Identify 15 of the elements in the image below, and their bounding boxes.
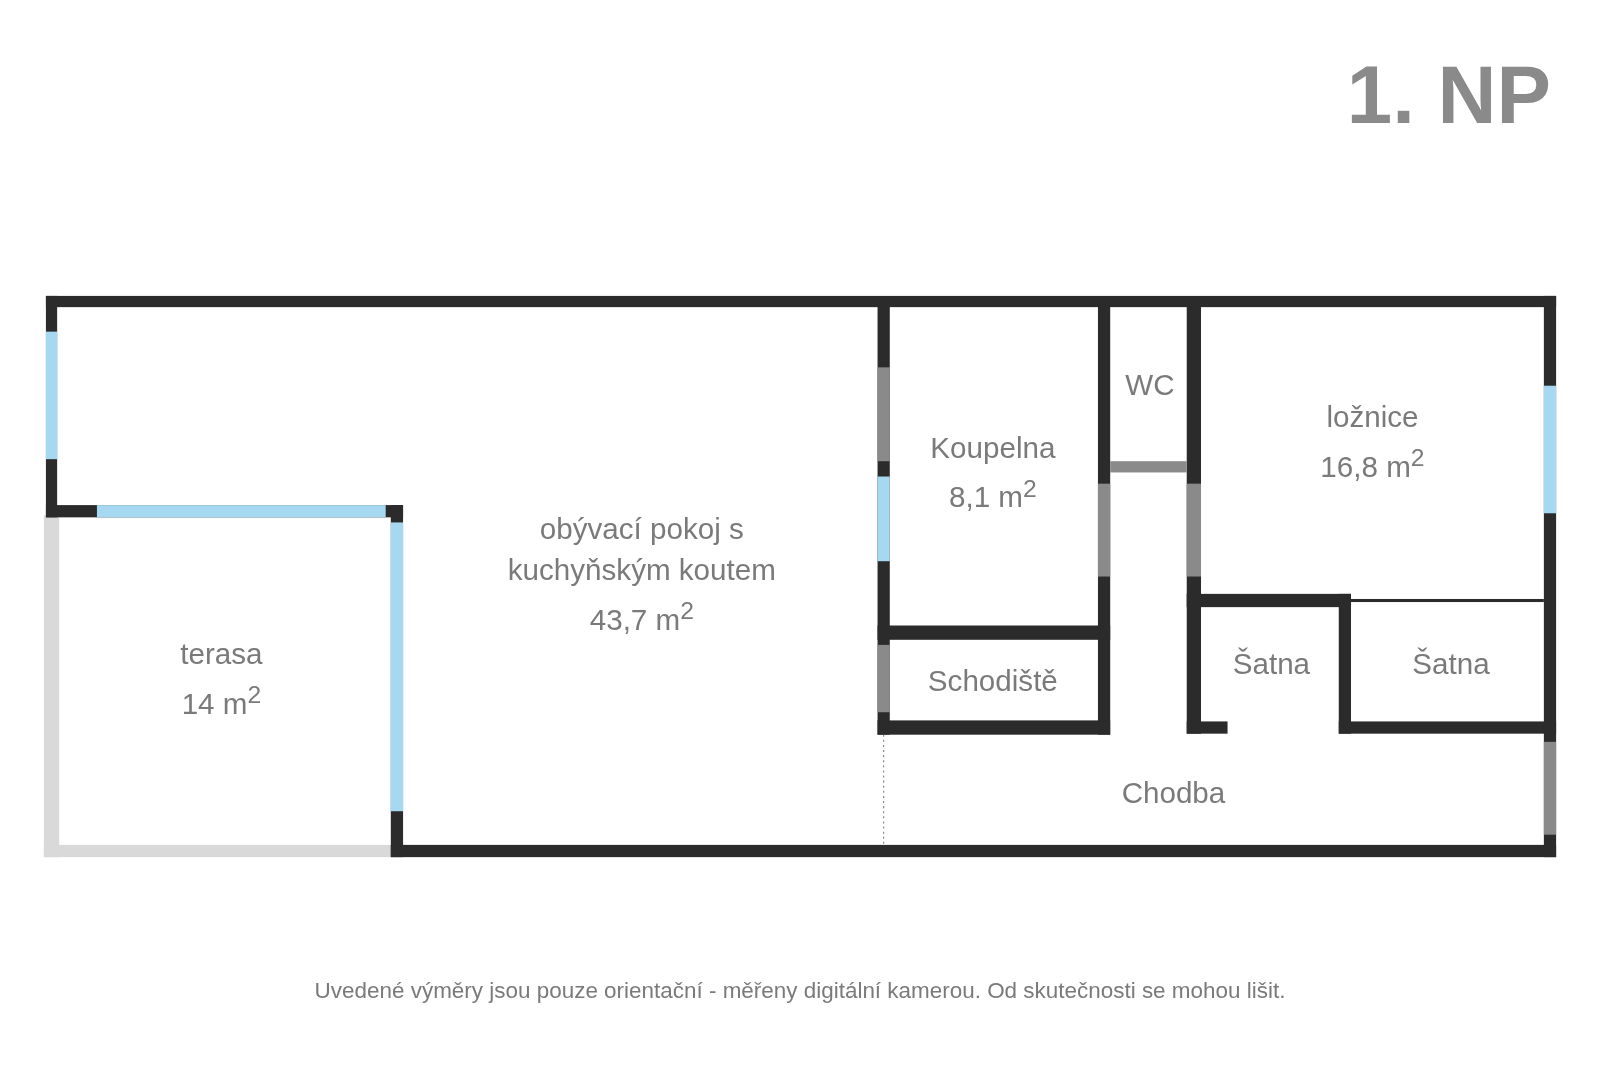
disclaimer-note: Uvedené výměry jsou pouze orientační - měřeny digitální kamerou. Od skutečnosti se mohou lišit. xyxy=(314,977,1286,1004)
room-name: Šatna xyxy=(1231,646,1312,683)
room-name: Koupelna xyxy=(929,430,1057,466)
room-name: Chodba xyxy=(1120,775,1227,812)
room-name: obývací pokoj s kuchyňským koutem xyxy=(506,511,777,589)
floor-label: 1. NP xyxy=(1346,49,1551,143)
room-area-label: 8,1 m$^{2}$ xyxy=(948,473,1038,516)
room-name: Šatna xyxy=(1411,646,1491,683)
room-area-label: 43,7 m$^{2}$ xyxy=(588,595,695,639)
room-name: ložnice xyxy=(1325,399,1420,436)
room-area-label: 14 m$^{2}$ xyxy=(180,679,263,722)
room-name: WC xyxy=(1124,367,1176,403)
room-name: Schodiště xyxy=(926,663,1059,699)
room-area-label: 16,8 m$^{2}$ xyxy=(1319,442,1426,485)
room-name: terasa xyxy=(179,636,264,673)
